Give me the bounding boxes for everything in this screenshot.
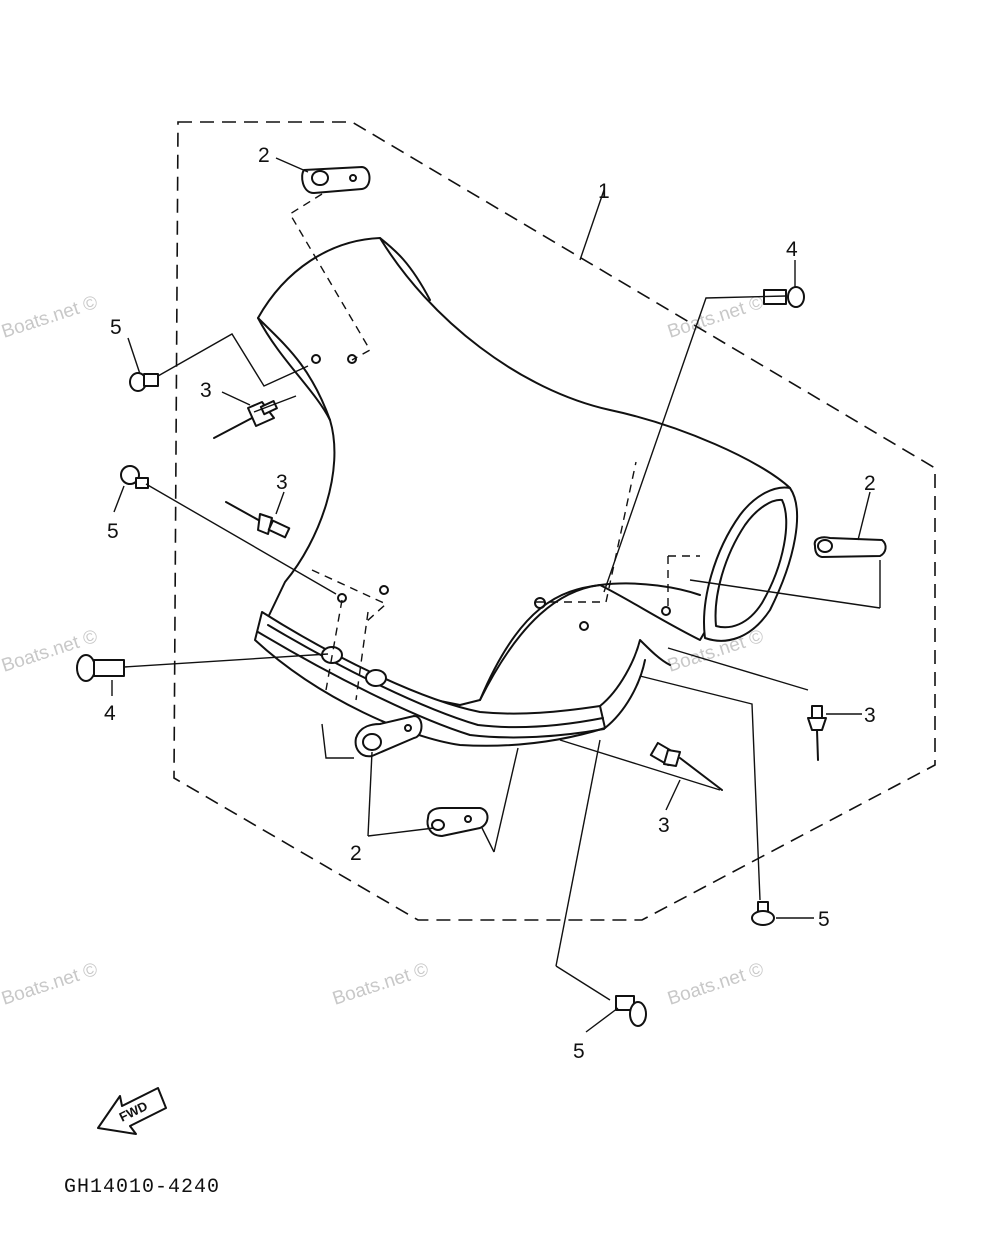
cowling-top-crease [379, 237, 431, 301]
callout-2-right: 2 [864, 472, 876, 495]
inner-surface-line [479, 582, 701, 701]
hole-5 [534, 597, 546, 609]
screw-top-left [129, 372, 159, 392]
hole-7 [661, 606, 671, 616]
rear-skirt [599, 639, 671, 707]
callout-5-mid-left: 5 [107, 520, 119, 543]
screw-bottom-right [751, 901, 775, 926]
callout-4-left: 4 [104, 702, 116, 725]
callouts: 1 2 2 2 3 3 3 3 4 4 5 5 5 5 [104, 144, 876, 1063]
grommet-right [365, 669, 387, 687]
bracket-right [813, 536, 887, 558]
hole-1 [311, 354, 321, 364]
screw-bottom [615, 995, 647, 1027]
bolt-top-right [763, 286, 805, 308]
dashed-leader-lines [289, 193, 700, 701]
drawing-code: GH14010-4240 [64, 1176, 220, 1199]
watermark-8: Boats.net © [330, 959, 431, 1010]
bracket-bottom-1 [354, 715, 423, 758]
rivet-right [807, 705, 827, 761]
screw-mid-left [120, 465, 149, 489]
leader-lines [111, 157, 881, 1033]
hole-2 [347, 354, 357, 364]
callout-2-top: 2 [258, 144, 270, 167]
cowling-edge-fold [257, 317, 331, 421]
rivet-bottom [649, 741, 723, 791]
rear-opening-ring [703, 486, 799, 642]
hole-3 [379, 585, 389, 595]
bracket-bottom-2 [426, 807, 489, 837]
rear-skirt-2 [604, 659, 646, 729]
hole-6 [579, 621, 589, 631]
callout-3-top-left: 3 [200, 379, 212, 402]
assembly-outline [173, 121, 936, 921]
fwd-arrow-icon: FWD [97, 1087, 167, 1135]
rivet-mid-left [225, 501, 291, 539]
watermark-9: Boats.net © [665, 959, 766, 1010]
grommet-left [321, 646, 343, 664]
callout-2-bottom: 2 [350, 842, 362, 865]
bracket-top [301, 166, 371, 194]
bottom-flange-line-2 [257, 631, 605, 739]
callout-3-right: 3 [864, 704, 876, 727]
callout-4-top-right: 4 [786, 238, 798, 261]
watermark-7: Boats.net © [0, 959, 100, 1010]
watermark-1: Boats.net © [0, 292, 100, 343]
callout-3-mid-left: 3 [276, 471, 288, 494]
bolt-left [76, 654, 125, 682]
lower-cowling [254, 237, 799, 747]
callout-1: 1 [598, 180, 610, 203]
callout-5-bottom-right: 5 [818, 908, 830, 931]
callout-3-bottom: 3 [658, 814, 670, 837]
rear-opening-inner [714, 498, 788, 629]
callout-5-bottom: 5 [573, 1040, 585, 1063]
callout-5-top-left: 5 [110, 316, 122, 339]
